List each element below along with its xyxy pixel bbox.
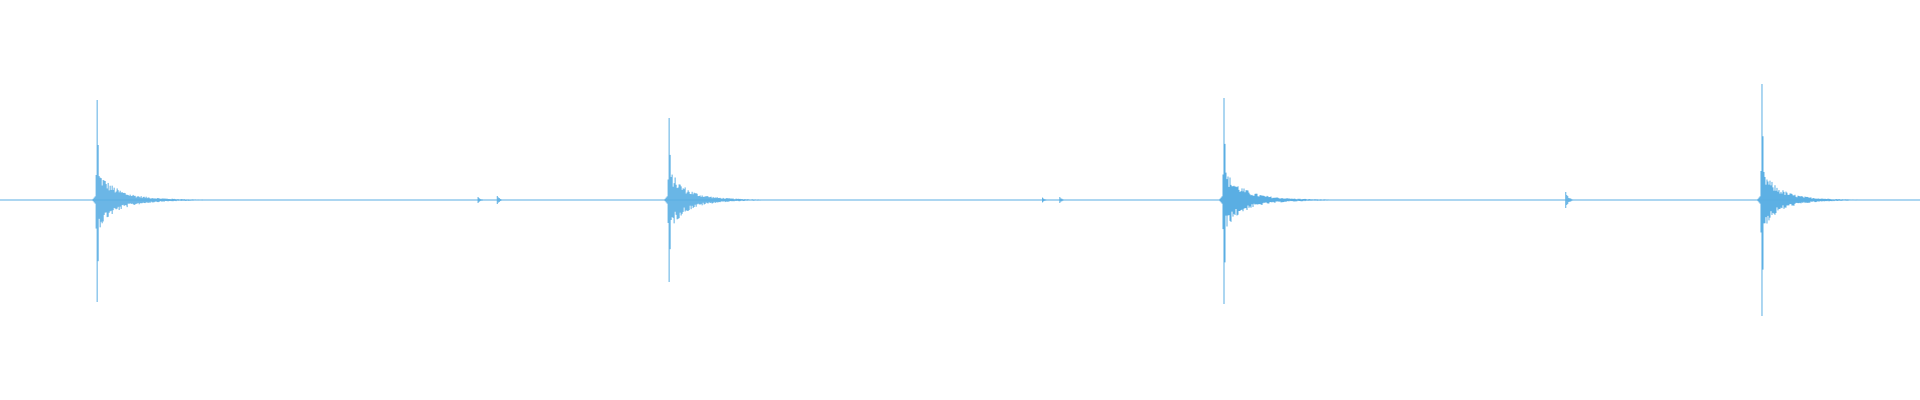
waveform-samples <box>92 84 1858 316</box>
